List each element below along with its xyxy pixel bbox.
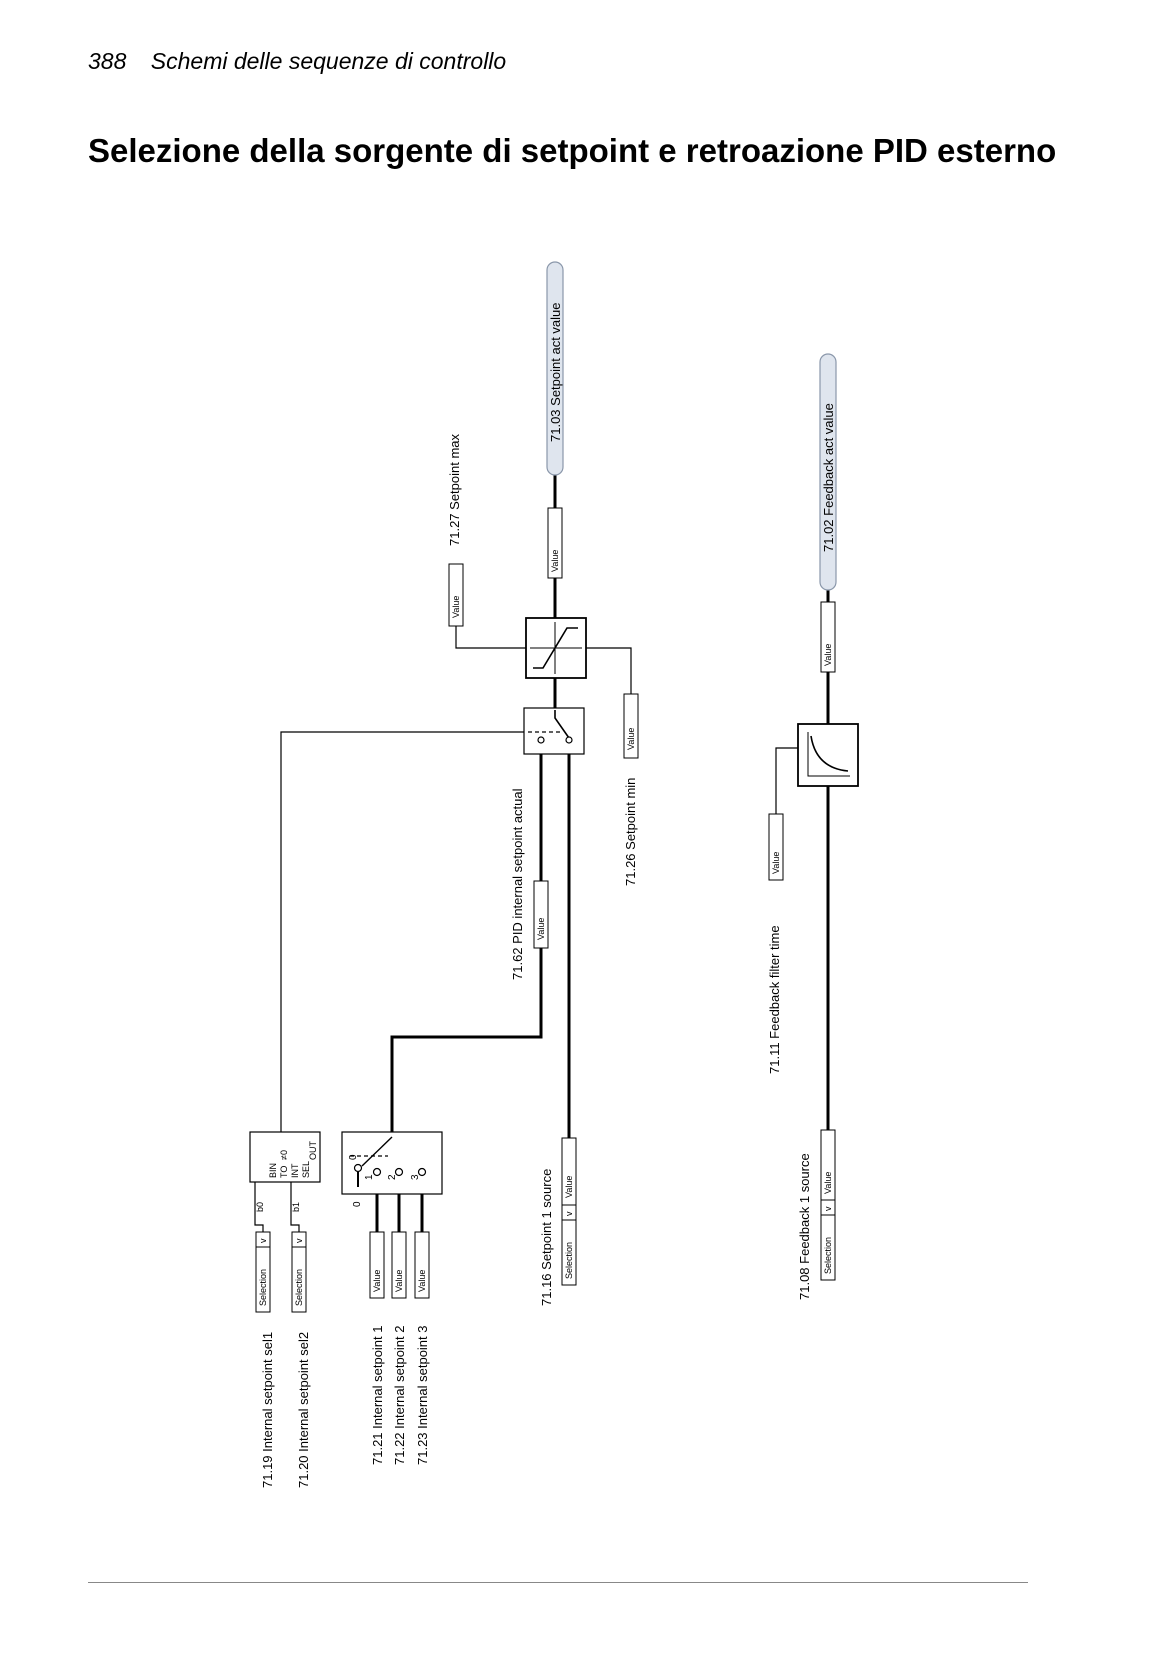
param-71-08-label: 71.08 Feedback 1 source bbox=[797, 1153, 812, 1300]
value-box-setpoint-min: Value bbox=[623, 693, 639, 759]
feedback-act-value-label: 71.02 Feedback act value bbox=[821, 403, 836, 552]
setpoint-act-value-pill: 71.03 Setpoint act value bbox=[546, 261, 564, 476]
svg-text:Value: Value bbox=[536, 918, 546, 940]
value-box-feedback-filter-time: Value bbox=[768, 813, 784, 881]
svg-text:Selection: Selection bbox=[564, 1242, 574, 1279]
page-title: Selezione della sorgente di setpoint e r… bbox=[88, 132, 1057, 169]
selection-box-setpoint-1-source[interactable]: v Selection bbox=[561, 1204, 577, 1286]
int-label: INT bbox=[290, 1163, 300, 1178]
param-71-16-label: 71.16 Setpoint 1 source bbox=[539, 1169, 554, 1306]
svg-text:Selection: Selection bbox=[294, 1269, 304, 1306]
param-71-62-label: 71.62 PID internal setpoint actual bbox=[510, 788, 525, 980]
bin-label: BIN bbox=[268, 1163, 278, 1178]
selector-input-3: 3 bbox=[410, 1174, 421, 1180]
chevron-down-icon: v bbox=[823, 1206, 833, 1211]
svg-text:Value: Value bbox=[550, 550, 560, 572]
sel-label: SEL bbox=[301, 1161, 311, 1178]
value-box-internal-setpoint-1: Value bbox=[369, 1231, 385, 1299]
selector-input-0: 0 bbox=[348, 1154, 359, 1160]
param-71-20-label: 71.20 Internal setpoint sel2 bbox=[296, 1332, 311, 1488]
value-box-internal-setpoint-2: Value bbox=[391, 1231, 407, 1299]
chevron-down-icon: v bbox=[294, 1238, 304, 1243]
param-71-21-label: 71.21 Internal setpoint 1 bbox=[370, 1326, 385, 1466]
value-box-internal-setpoint-3: Value bbox=[414, 1231, 430, 1299]
to-label: TO bbox=[279, 1166, 289, 1178]
svg-text:Value: Value bbox=[417, 1270, 427, 1292]
not-zero-label: ≠0 bbox=[279, 1150, 289, 1160]
value-box-pid-internal-setpoint: Value bbox=[533, 880, 549, 949]
value-box-setpoint-act: Value bbox=[547, 507, 563, 579]
svg-text:Value: Value bbox=[823, 644, 833, 666]
chevron-down-icon: v bbox=[564, 1211, 574, 1216]
chevron-down-icon: v bbox=[258, 1238, 268, 1243]
footer-divider bbox=[88, 1582, 1028, 1583]
param-71-27-label: 71.27 Setpoint max bbox=[447, 433, 462, 546]
value-box-setpoint-1-source: Value bbox=[561, 1137, 577, 1206]
b0-label: b0 bbox=[255, 1202, 265, 1212]
out-label: OUT bbox=[308, 1141, 318, 1161]
svg-text:Value: Value bbox=[626, 728, 636, 750]
param-71-11-label: 71.11 Feedback filter time bbox=[767, 925, 782, 1074]
param-71-19-label: 71.19 Internal setpoint sel1 bbox=[260, 1332, 275, 1488]
page-header: 388 Schemi delle sequenze di controllo bbox=[88, 48, 506, 75]
limiter-block bbox=[525, 617, 587, 679]
svg-text:Value: Value bbox=[372, 1270, 382, 1292]
b1-label: b1 bbox=[291, 1202, 301, 1212]
selector-input-1: 1 bbox=[364, 1174, 375, 1180]
selection-box-internal-setpoint-sel1[interactable]: v Selection bbox=[255, 1231, 271, 1313]
setpoint-source-switch bbox=[523, 707, 585, 755]
filter-block bbox=[797, 723, 859, 787]
svg-text:Selection: Selection bbox=[823, 1237, 833, 1274]
setpoint-selector-block: 0 0 1 2 3 bbox=[341, 1131, 443, 1207]
bin-to-int-block: BIN TO INT SEL ≠0 OUT b0 b1 bbox=[249, 1131, 321, 1212]
value-box-feedback-act: Value bbox=[820, 601, 836, 673]
selection-box-feedback-1-source[interactable]: v Selection bbox=[820, 1199, 836, 1281]
param-71-23-label: 71.23 Internal setpoint 3 bbox=[415, 1326, 430, 1466]
zero-input-label: 0 bbox=[352, 1201, 363, 1207]
svg-text:Value: Value bbox=[394, 1270, 404, 1292]
feedback-act-value-pill: 71.02 Feedback act value bbox=[819, 353, 837, 591]
page-number: 388 bbox=[88, 48, 127, 74]
svg-text:Value: Value bbox=[823, 1172, 833, 1194]
setpoint-act-value-label: 71.03 Setpoint act value bbox=[548, 303, 563, 443]
param-71-22-label: 71.22 Internal setpoint 2 bbox=[392, 1326, 407, 1466]
svg-text:Value: Value bbox=[451, 596, 461, 618]
value-box-feedback-1-source: Value bbox=[820, 1129, 836, 1201]
selection-box-internal-setpoint-sel2[interactable]: v Selection bbox=[291, 1231, 307, 1313]
param-71-26-label: 71.26 Setpoint min bbox=[623, 778, 638, 886]
value-box-setpoint-max: Value bbox=[448, 563, 464, 627]
svg-text:Value: Value bbox=[771, 852, 781, 874]
section-title: Schemi delle sequenze di controllo bbox=[150, 48, 507, 74]
selector-input-2: 2 bbox=[387, 1174, 398, 1180]
svg-text:Value: Value bbox=[564, 1176, 574, 1198]
wires bbox=[254, 475, 830, 1232]
svg-text:Selection: Selection bbox=[258, 1269, 268, 1306]
